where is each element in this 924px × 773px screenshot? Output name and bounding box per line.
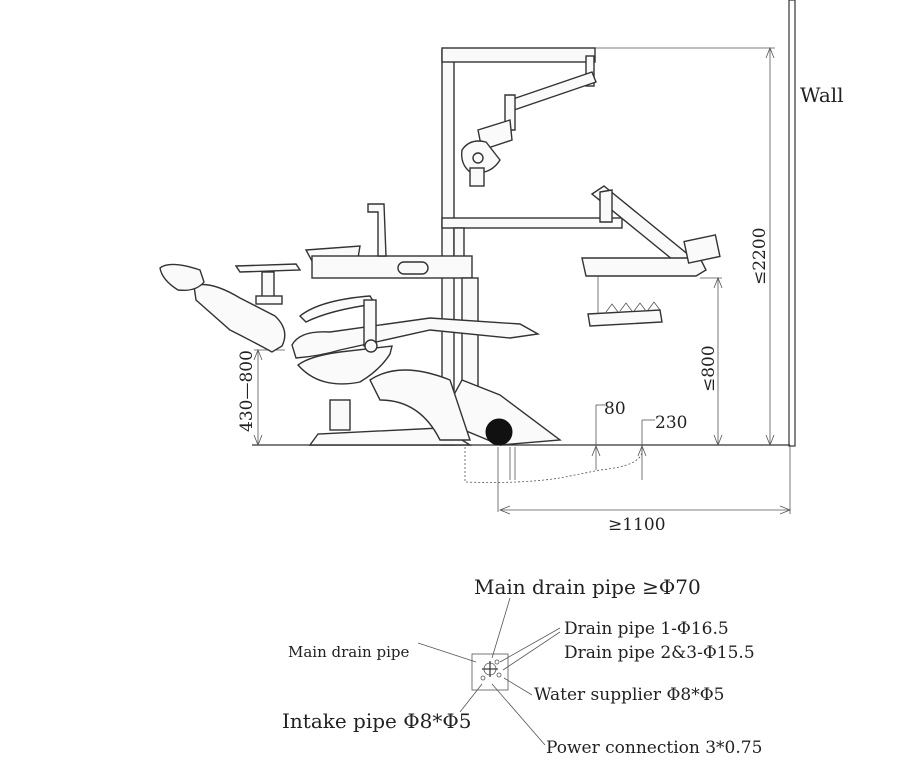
dimension-1100	[498, 446, 792, 515]
water-supplier-label: Water supplier Φ8*Φ5	[534, 685, 724, 705]
dim-seat-label: 430—800	[237, 350, 257, 432]
dim-230-label: 230	[655, 413, 687, 433]
leader-lines	[417, 597, 561, 746]
delivery-arm	[441, 185, 692, 269]
drain-pipe-23-label: Drain pipe 2&3-Φ15.5	[564, 643, 755, 663]
dim-2200-label: ≤2200	[750, 227, 770, 285]
wall-label: Wall	[800, 83, 844, 107]
power-connection-label: Power connection 3*0.75	[546, 738, 762, 758]
dim-80-label: 80	[604, 399, 626, 419]
floor-junction	[485, 418, 513, 446]
dim-800-label: ≤800	[699, 345, 719, 392]
dimension-seat	[253, 348, 285, 447]
wall	[788, 0, 796, 447]
instrument-tray	[581, 234, 721, 327]
dimension-230	[637, 419, 655, 480]
dental-chair	[159, 263, 562, 446]
dimension-800	[700, 276, 723, 447]
dimension-2200	[595, 46, 775, 447]
connection-box	[471, 653, 509, 691]
operating-light	[460, 140, 501, 187]
dimension-80	[591, 404, 605, 470]
spittoon-unit	[304, 203, 479, 389]
main-drain-small-label: Main drain pipe	[288, 643, 409, 661]
main-drain-big-label: Main drain pipe ≥Φ70	[474, 575, 701, 599]
dim-1100-label: ≥1100	[608, 515, 666, 535]
intake-pipe-label: Intake pipe Φ8*Φ5	[282, 709, 472, 733]
floor-pit	[464, 447, 643, 512]
drain-pipe-1-label: Drain pipe 1-Φ16.5	[564, 619, 729, 639]
